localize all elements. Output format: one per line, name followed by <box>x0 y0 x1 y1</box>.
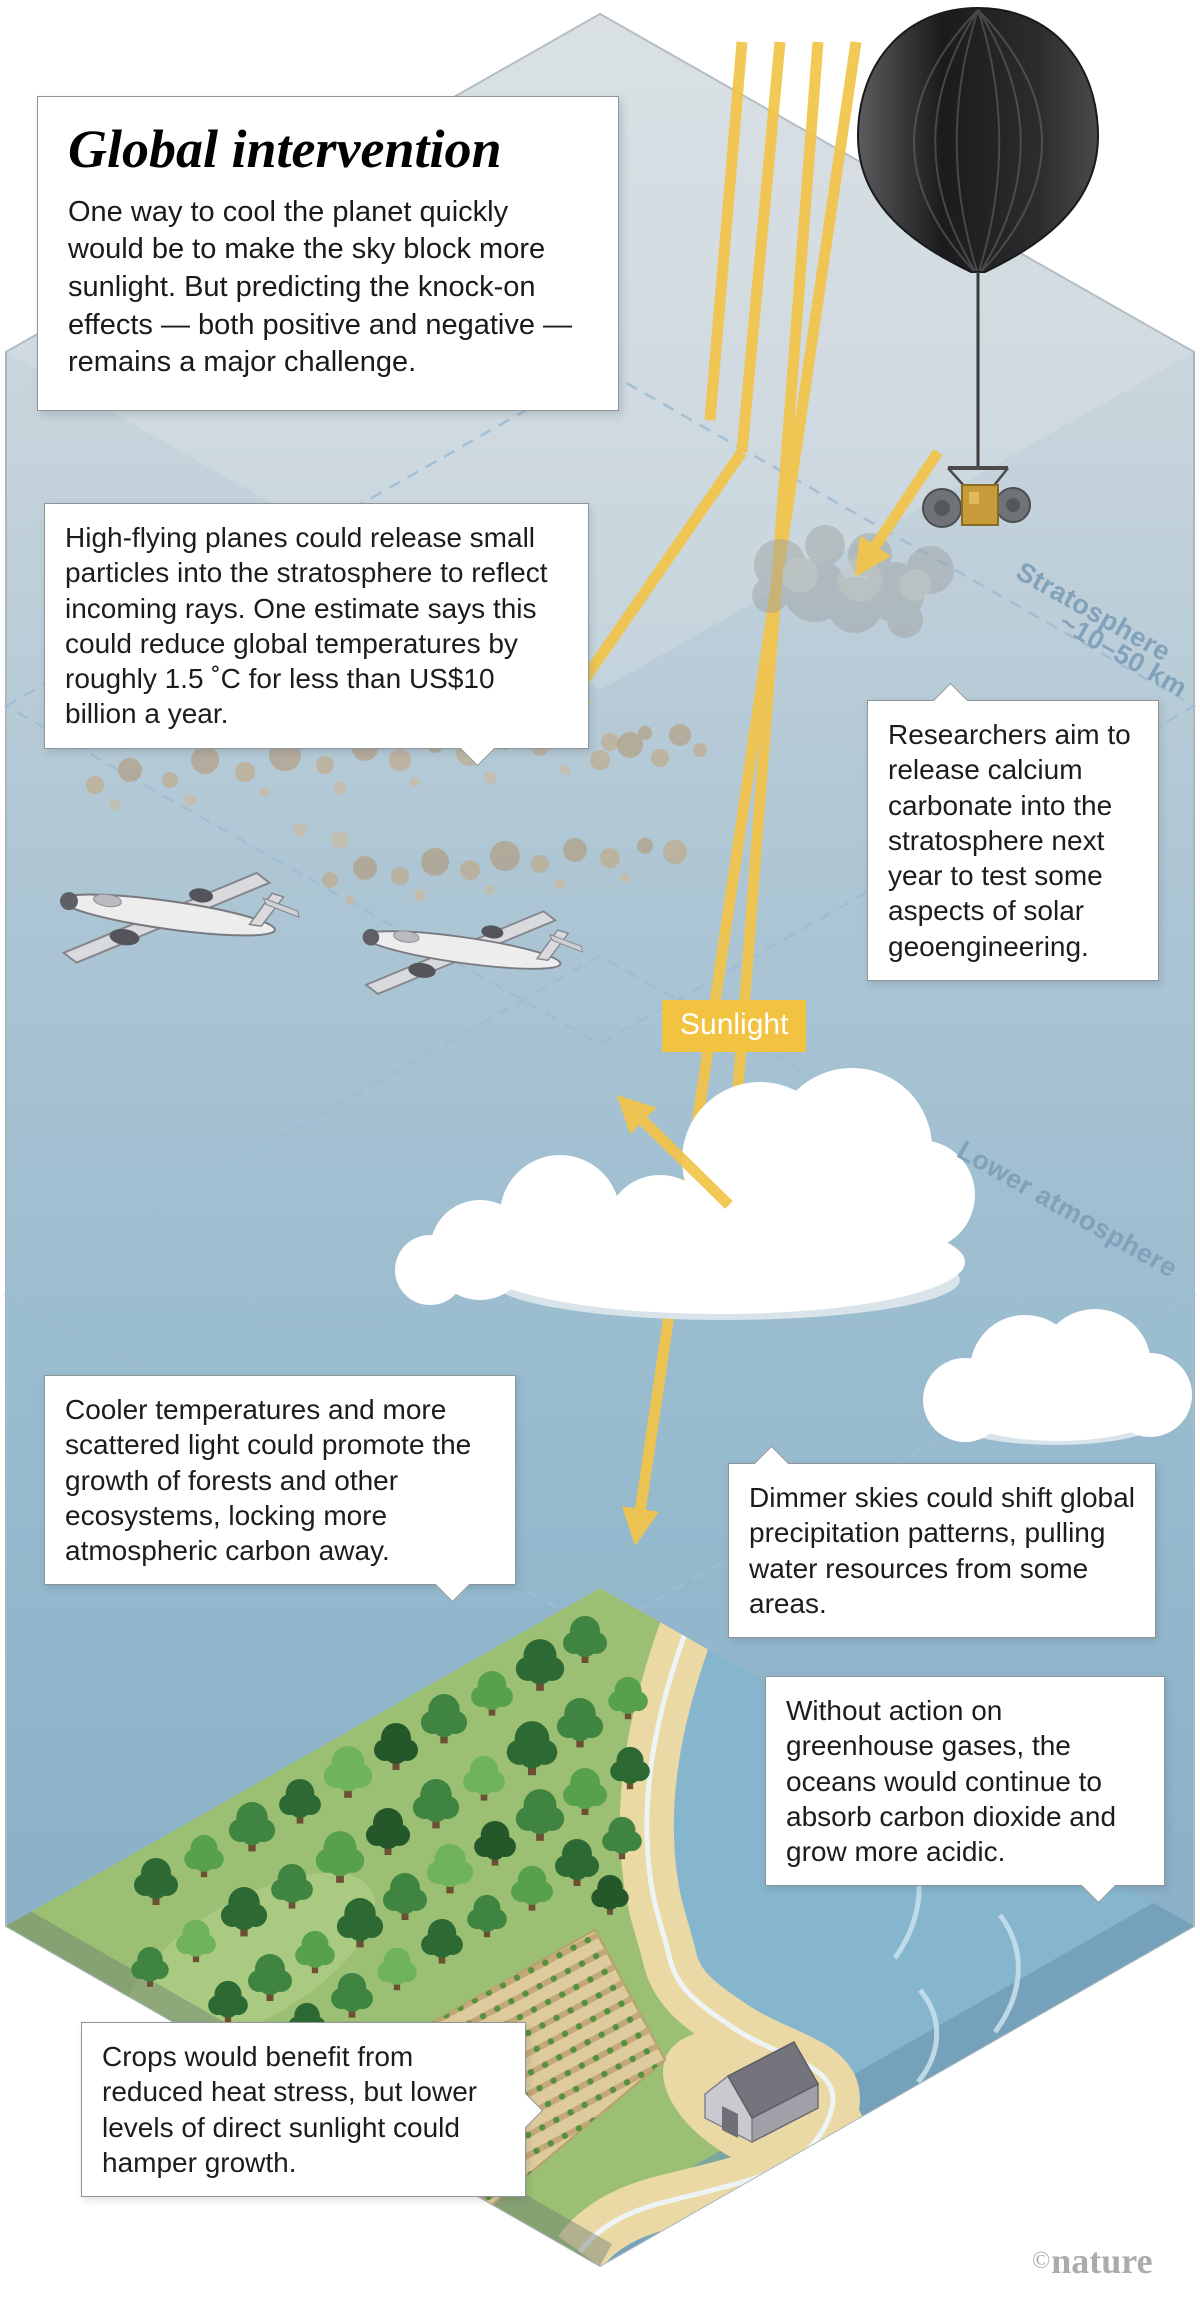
research-balloon-icon <box>856 6 1100 468</box>
callout-oceans: Without action on greenhouse gases, the … <box>765 1676 1165 1904</box>
sun-ray-2 <box>736 41 786 453</box>
nature-logo: ©nature <box>1032 2240 1153 2282</box>
barn-icon <box>704 2041 820 2144</box>
callout-cooler: Cooler temperatures and more scattered l… <box>44 1375 516 1603</box>
callout-planes-text: High-flying planes could release small p… <box>65 522 548 730</box>
copyright-symbol: © <box>1032 2248 1051 2274</box>
cloud-icon-large <box>395 1068 975 1320</box>
reflected-ray-payload <box>854 448 943 577</box>
aerosol-cloud <box>752 525 954 638</box>
title-box: Global intervention One way to cool the … <box>37 96 619 412</box>
instrument-payload-icon <box>922 466 1031 528</box>
reflected-ray-stratosphere <box>554 448 747 723</box>
callout-researchers: Researchers aim to release calcium carbo… <box>867 682 1159 981</box>
sun-ray-1 <box>704 41 748 421</box>
callout-dimmer-text: Dimmer skies could shift global precipit… <box>749 1482 1135 1619</box>
callout-researchers-text: Researchers aim to release calcium carbo… <box>888 719 1131 962</box>
callout-crops-text: Crops would benefit from reduced heat st… <box>102 2041 478 2178</box>
callout-oceans-text: Without action on greenhouse gases, the … <box>786 1695 1117 1868</box>
callout-cooler-text: Cooler temperatures and more scattered l… <box>65 1394 472 1567</box>
reflected-ray-cloud <box>616 1094 733 1209</box>
cloud-icon-small <box>923 1309 1192 1445</box>
callout-planes: High-flying planes could release small p… <box>44 503 589 766</box>
sunlight-label: Sunlight <box>662 1000 807 1052</box>
callout-crops: Crops would benefit from reduced heat st… <box>81 2022 544 2198</box>
page-title: Global intervention <box>68 119 502 179</box>
sea <box>580 1600 1194 2266</box>
brand-name: nature <box>1051 2241 1153 2281</box>
title-intro-text: One way to cool the planet quickly would… <box>68 195 573 379</box>
callout-dimmer: Dimmer skies could shift global precipit… <box>728 1445 1156 1639</box>
